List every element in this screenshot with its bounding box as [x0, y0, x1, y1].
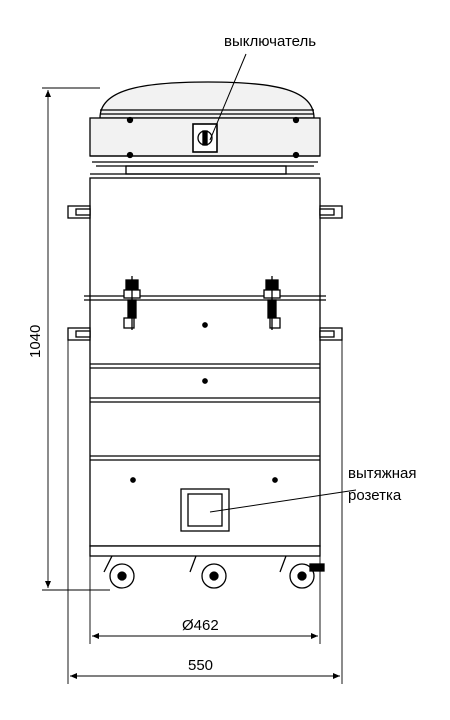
outlet-leader — [209, 489, 357, 513]
base-plate — [89, 545, 321, 557]
switch-leader — [209, 53, 247, 141]
left-clamp — [123, 276, 141, 330]
exhaust-outlet — [180, 488, 230, 532]
outlet-label-line2: розетка — [348, 487, 402, 504]
switch-label: выключатель — [224, 33, 316, 50]
right-clamp — [263, 276, 281, 330]
outlet-label-line1: вытяжная — [348, 465, 417, 482]
width-label: 550 — [188, 657, 213, 674]
height-label: 1040 — [27, 325, 44, 358]
caster-center — [189, 555, 227, 589]
upper-handles — [67, 205, 343, 219]
lower-handles — [67, 327, 343, 341]
lid-dome — [99, 81, 315, 119]
caster-left — [103, 555, 135, 589]
caster-right — [279, 555, 325, 589]
diameter-label: Ø462 — [182, 617, 219, 634]
